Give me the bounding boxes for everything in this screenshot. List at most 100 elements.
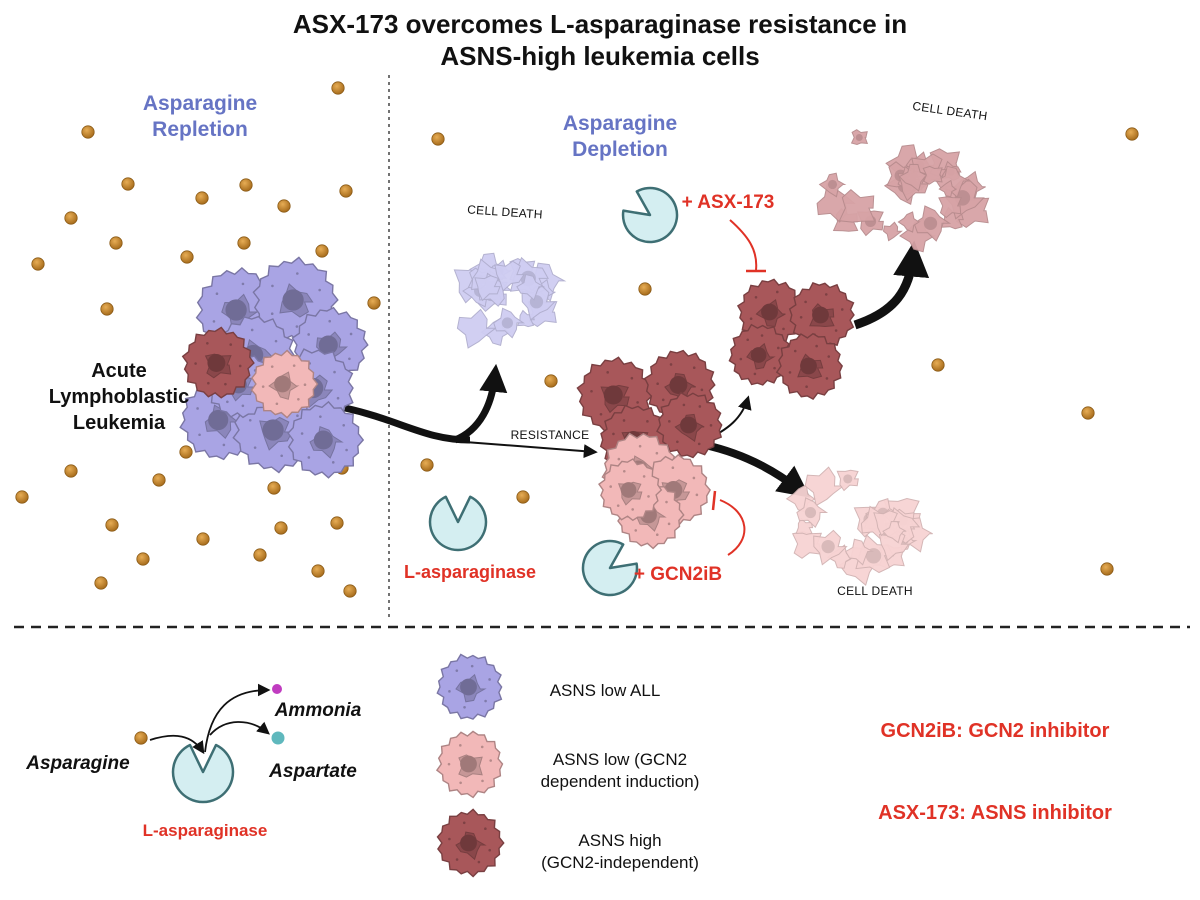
ammonia-dot bbox=[272, 684, 282, 694]
asparagine-dot bbox=[1081, 406, 1095, 420]
legend-asns-high-line-1: ASNS high bbox=[578, 831, 662, 850]
all-label: Acute Lymphoblastic Leukemia bbox=[44, 358, 194, 436]
arrow-to-cell-death-pink bbox=[704, 441, 811, 498]
asparagine-dot bbox=[311, 564, 325, 578]
repletion-heading: Asparagine Repletion bbox=[120, 91, 280, 143]
asparagine-dot bbox=[15, 490, 29, 504]
cell-death-label-3: CELL DEATH bbox=[837, 584, 913, 598]
asparagine-dot bbox=[31, 257, 45, 271]
legend-asns-low: ASNS low ALL bbox=[549, 681, 661, 700]
asparagine-dot bbox=[94, 576, 108, 590]
dead-cell-fragment bbox=[845, 538, 875, 566]
asparagine-dot bbox=[1100, 562, 1114, 576]
asparagine-dot bbox=[136, 552, 150, 566]
asparagine-dot bbox=[100, 302, 114, 316]
legend-asx-173-definition: ASX-173: ASNS inhibitor bbox=[878, 802, 1112, 824]
all-cell-cluster bbox=[179, 256, 369, 479]
asparagine-dot bbox=[64, 211, 78, 225]
legend-asns-pink-cell bbox=[435, 730, 504, 799]
asx-173-label: + ASX-173 bbox=[681, 192, 775, 213]
asparagine-dot bbox=[516, 490, 530, 504]
asparagine-dot bbox=[105, 518, 119, 532]
asns-high-cell bbox=[656, 391, 723, 459]
asparagine-molecules bbox=[15, 81, 1139, 598]
dead-cell-fragment bbox=[516, 273, 546, 301]
enzymes bbox=[171, 186, 679, 804]
asparagine-dot bbox=[315, 244, 329, 258]
asparagine-dot bbox=[267, 481, 281, 495]
dead-cell-fragment bbox=[882, 520, 907, 544]
asparagine-dot bbox=[431, 132, 445, 146]
cell-death-rose bbox=[816, 129, 990, 253]
dead-cell-fragment bbox=[898, 163, 929, 192]
dead-cell-fragment bbox=[897, 211, 921, 233]
asparagine-dot bbox=[931, 358, 945, 372]
asparagine-dot bbox=[196, 532, 210, 546]
dead-cell-fragment bbox=[474, 275, 501, 302]
legend-arrow-aspartate bbox=[209, 721, 270, 736]
asparagine-dot bbox=[180, 250, 194, 264]
legend-ammonia: Ammonia bbox=[274, 700, 362, 721]
legend-asns-pink-line-2: dependent induction) bbox=[540, 772, 700, 791]
legend-cells bbox=[134, 653, 505, 878]
asparagine-dot bbox=[638, 282, 652, 296]
all-label-line-3: Leukemia bbox=[72, 412, 166, 434]
all-label-line-1: Acute bbox=[91, 360, 147, 382]
asns-high-cell bbox=[181, 326, 255, 399]
cell-death-pink bbox=[785, 466, 933, 586]
asparagine-dot bbox=[195, 191, 209, 205]
aspartate-dot bbox=[271, 731, 285, 745]
asparagine-dot bbox=[239, 178, 253, 192]
asparagine-dot bbox=[179, 445, 193, 459]
all-label-line-2: Lymphoblastic bbox=[48, 386, 190, 408]
depletion-line-1: Asparagine bbox=[562, 112, 678, 135]
legend-asns-high-cell bbox=[436, 808, 505, 878]
legend-arrow-ammonia bbox=[204, 683, 271, 753]
asparagine-dot bbox=[544, 374, 558, 388]
legend-asns-high: ASNS high (GCN2-independent) bbox=[520, 830, 720, 874]
repletion-line-2: Repletion bbox=[152, 118, 248, 141]
asparagine-dot bbox=[237, 236, 251, 250]
legend-asns-pink: ASNS low (GCN2 dependent induction) bbox=[510, 749, 730, 793]
resistant-cell-cluster bbox=[576, 349, 723, 550]
asparagine-dot bbox=[339, 184, 353, 198]
asparagine-dot bbox=[277, 199, 291, 213]
arrow-resistance bbox=[464, 441, 598, 459]
dead-cell-fragment bbox=[494, 260, 525, 292]
asparagine-dot bbox=[253, 548, 267, 562]
asx-enzyme-icon bbox=[621, 186, 679, 244]
arrow-main-to-resistance bbox=[344, 404, 471, 444]
asparagine-dot bbox=[274, 521, 288, 535]
legend-l-asparaginase-icon bbox=[171, 743, 235, 804]
asparagine-dot bbox=[152, 473, 166, 487]
resistance-label: RESISTANCE bbox=[510, 428, 590, 442]
l-asparaginase-label: L-asparaginase bbox=[403, 562, 537, 582]
arrow-to-cell-death-rose bbox=[853, 240, 930, 330]
asparagine-dot bbox=[109, 236, 123, 250]
figure-title: ASX-173 overcomes L-asparaginase resista… bbox=[0, 8, 1200, 72]
asns-high-cell bbox=[788, 282, 855, 349]
asns-high-cluster bbox=[728, 278, 855, 401]
asparagine-dot bbox=[420, 458, 434, 472]
asparagine-dot bbox=[330, 516, 344, 530]
asparagine-dot bbox=[343, 584, 357, 598]
asns-high-cell bbox=[728, 323, 791, 386]
asparagine-dot bbox=[64, 464, 78, 478]
dead-cell-fragment bbox=[804, 466, 845, 507]
inhibition-asx-173 bbox=[729, 219, 758, 271]
dead-cell-fragment bbox=[838, 189, 876, 223]
asns-high-cell bbox=[775, 332, 844, 401]
asparagine-dot bbox=[121, 177, 135, 191]
cell-death-lilac bbox=[453, 252, 567, 349]
gcn2ib-enzyme-icon bbox=[581, 539, 639, 597]
legend-gcn2ib-definition: GCN2iB: GCN2 inhibitor bbox=[880, 720, 1110, 742]
inhibition-gcn2ib bbox=[719, 499, 746, 556]
legend-asns-high-line-2: (GCN2-independent) bbox=[541, 853, 699, 872]
legend-aspartate: Aspartate bbox=[269, 761, 357, 782]
asns-low-cell bbox=[287, 400, 365, 479]
legend-l-asparaginase: L-asparaginase bbox=[142, 821, 268, 840]
repletion-line-1: Asparagine bbox=[142, 92, 258, 115]
depletion-line-2: Depletion bbox=[572, 138, 668, 161]
dead-cell-fragment bbox=[882, 221, 903, 242]
asns-pink-cell bbox=[598, 458, 663, 522]
